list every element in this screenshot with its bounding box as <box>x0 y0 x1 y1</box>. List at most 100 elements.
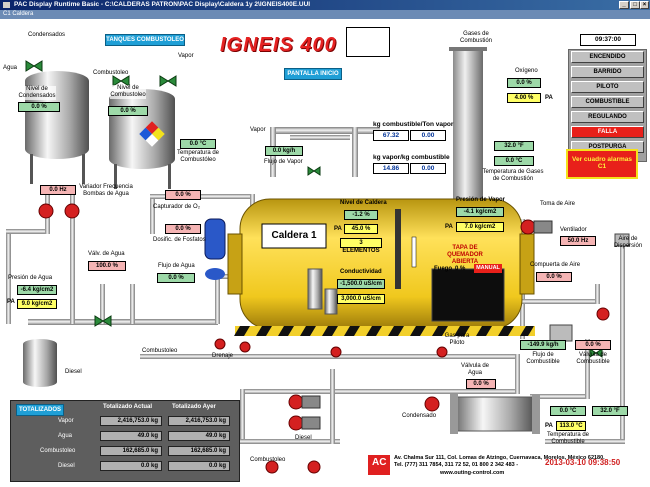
ventilador-label: Ventilador <box>560 227 587 233</box>
temp-gases-value-2: 0.0 °C <box>494 156 534 166</box>
web-text: www.outing-control.com <box>440 470 505 476</box>
temp-gases-value-1: 32.0 °F <box>494 141 534 151</box>
window-subtitle: C1 Caldera <box>0 10 650 19</box>
boiler-title: Caldera 1 <box>271 230 317 241</box>
flujo-vapor-value: 0.0 kg/h <box>265 146 303 156</box>
nivel-caldera-value-1: -1.2 % <box>344 210 378 220</box>
process-canvas: TANQUES COMBUSTOLEO IGNEIS 400 PANTALLA … <box>0 19 650 487</box>
nivel-condensados-label: Nivel de Condensados <box>18 86 56 100</box>
igneis-logo: IGNEIS 400 <box>220 34 337 56</box>
flujo-vapor-label: Flujo de Vapor <box>264 159 303 165</box>
nav-barrido[interactable]: BARRIDO <box>571 66 644 78</box>
totalizer-col-ayer: Totalizado Ayer <box>172 404 216 410</box>
toma-aire-label: Toma de Aire <box>540 201 576 207</box>
valv-agua2-value: 0.0 % <box>466 379 496 389</box>
minimize-button[interactable]: _ <box>619 1 629 9</box>
close-button[interactable]: × <box>640 1 649 9</box>
dosific-value: 0.0 % <box>165 224 201 234</box>
gas-piloto-label: Gas para Piloto <box>444 333 470 346</box>
flujo-agua-label: Flujo de Agua <box>158 263 195 269</box>
kg-comb-ton-value-1: 67.32 <box>373 130 409 141</box>
clock: 09:37:00 <box>580 34 636 46</box>
diesel-label-left: Diesel <box>65 369 82 375</box>
maximize-button[interactable]: □ <box>630 1 640 9</box>
totalizer-col-actual: Totalizado Actual <box>103 404 153 410</box>
condensados-label: Condensados <box>28 32 66 38</box>
totalizer-row-name: Diesel <box>58 463 75 469</box>
tapa-quemador-alert: TAPA DE QUEMADOR ABIERTA <box>447 245 483 265</box>
pa-label-steam: PA <box>445 224 453 230</box>
compuerta-label: Compuerta de Aire <box>530 262 581 268</box>
totalizer-actual-diesel: 0.0 kg <box>100 461 162 471</box>
timestamp: 2013-03-10 09:38:50 <box>545 458 621 467</box>
totalizer-ayer-agua: 49.0 kg <box>168 431 230 441</box>
nivel-caldera-label: Nivel de Caldera <box>340 200 387 206</box>
nav-falla[interactable]: FALLA <box>571 126 644 138</box>
nivel-caldera-value-2: 45.0 % <box>344 224 378 234</box>
combustoleo-label-bottom: Combustoleo <box>142 348 178 354</box>
drenaje-label: Drenaje <box>212 353 234 359</box>
diesel-label-mid: Diesel <box>295 435 312 441</box>
company-logo: AC <box>372 457 387 468</box>
aire-dispersion-label: Aire de Dispersión <box>613 236 643 249</box>
totalizer-actual-agua: 49.0 kg <box>100 431 162 441</box>
kg-comb-ton-label: kg combustible/Ton vapor <box>373 121 454 128</box>
alarm-box-button[interactable]: Ver cuadro alarmas C1 <box>566 149 638 179</box>
flujo-agua-value: 0.0 % <box>157 273 195 283</box>
tel-text: Tel. (777) 311 7854, 311 72 52, 01 800 2… <box>394 462 519 468</box>
dosific-label: Dosific. de Fosfatos <box>153 237 206 243</box>
presion-agua-value-1: -6.4 kg/cm2 <box>17 285 57 295</box>
blank-display <box>346 27 390 57</box>
nav-combustible[interactable]: COMBUSTIBLE <box>571 96 644 108</box>
kg-vap-kg-value-1: 14.86 <box>373 163 409 174</box>
presion-vapor-value-1: -4.1 kg/cm2 <box>456 207 504 217</box>
compuerta-value: 0.0 % <box>536 272 572 282</box>
address-text: Av. Chalma Sur 111, Col. Lomas de Atzing… <box>394 455 605 461</box>
capturador-label: Capturador de O₂ <box>153 204 201 210</box>
presion-vapor-label: Presión de Vapor <box>456 197 506 203</box>
temp-gases-label: Temperatura de Gases de Combustión <box>482 169 544 182</box>
gases-label: Gases de Combustión <box>459 31 492 44</box>
pa-label-oxy: PA <box>545 95 553 101</box>
temp-combustoleo-label: Temperatura de Combustóleo <box>176 150 220 163</box>
vapor-label-steam: Vapor <box>250 127 266 133</box>
fuego-value: 0 % <box>455 266 466 272</box>
totalizer-row-name: Vapor <box>58 418 74 424</box>
pa-label-water: PA <box>7 299 15 305</box>
temp-combustoleo-value: 0.0 °C <box>180 139 216 149</box>
totalizer-actual-combustoleo: 162,685.0 kg <box>100 446 162 456</box>
nav-regulando[interactable]: REGULANDO <box>571 111 644 123</box>
valv-agua2-label: Válvula de Agua <box>460 363 490 376</box>
nivel-condensados-value: 0.0 % <box>18 102 60 112</box>
totalizer-ayer-vapor: 2,416,753.0 kg <box>168 416 230 426</box>
conductividad-label: Conductividad <box>340 269 382 275</box>
presion-vapor-value-2: 7.0 kg/cm2 <box>456 222 504 232</box>
kg-vap-kg-label: kg vapor/kg combustible <box>373 154 450 161</box>
variador-label: Variador Frecuencia Bombas de Agua <box>79 184 133 197</box>
flujo-combustible-label: Flujo de Combustible <box>526 352 560 365</box>
kg-comb-ton-value-2: 0.00 <box>410 130 446 141</box>
temp-comb-value-2: 32.0 °F <box>592 406 628 416</box>
nav-piloto[interactable]: PILOTO <box>571 81 644 93</box>
conductividad-value-1: -1,500.0 uS/cm <box>337 279 385 289</box>
tanques-combustoleo-button[interactable]: TANQUES COMBUSTOLEO <box>105 34 185 46</box>
flujo-combustible-value: -149.9 kg/h <box>520 340 566 350</box>
window-title: PAC Display Runtime Basic - C:\CALDERAS … <box>14 1 311 8</box>
alarm-label: Ver cuadro alarmas C1 <box>572 156 632 170</box>
valv-combustible-label: Válvula de Combustible <box>576 352 610 365</box>
pantalla-inicio-button[interactable]: PANTALLA INICIO <box>284 68 342 80</box>
tres-elementos-badge: 3 ELEMENTOS <box>340 238 382 254</box>
conductividad-value-2: 3,000.0 uS/cm <box>337 294 385 304</box>
agua-label: Agua <box>3 65 18 71</box>
manual-badge[interactable]: MANUAL <box>474 264 502 273</box>
presion-agua-value-2: 9.0 kg/cm2 <box>17 299 57 309</box>
nivel-combustoleo-label: Nivel de Combustoleo <box>110 85 146 99</box>
nav-encendido[interactable]: ENCENDIDO <box>571 51 644 63</box>
valv-combustible-value: 0.0 % <box>575 340 611 350</box>
capturador-value: 0.0 % <box>165 190 201 200</box>
temp-comb-label: Temperatura de Combustible <box>546 432 590 445</box>
kg-vap-kg-value-2: 0.00 <box>410 163 446 174</box>
nivel-combustoleo-value: 0.0 % <box>108 106 148 116</box>
pa-label-comb: PA <box>545 423 553 429</box>
totalizer-row-name: Combustoleo <box>40 448 76 454</box>
